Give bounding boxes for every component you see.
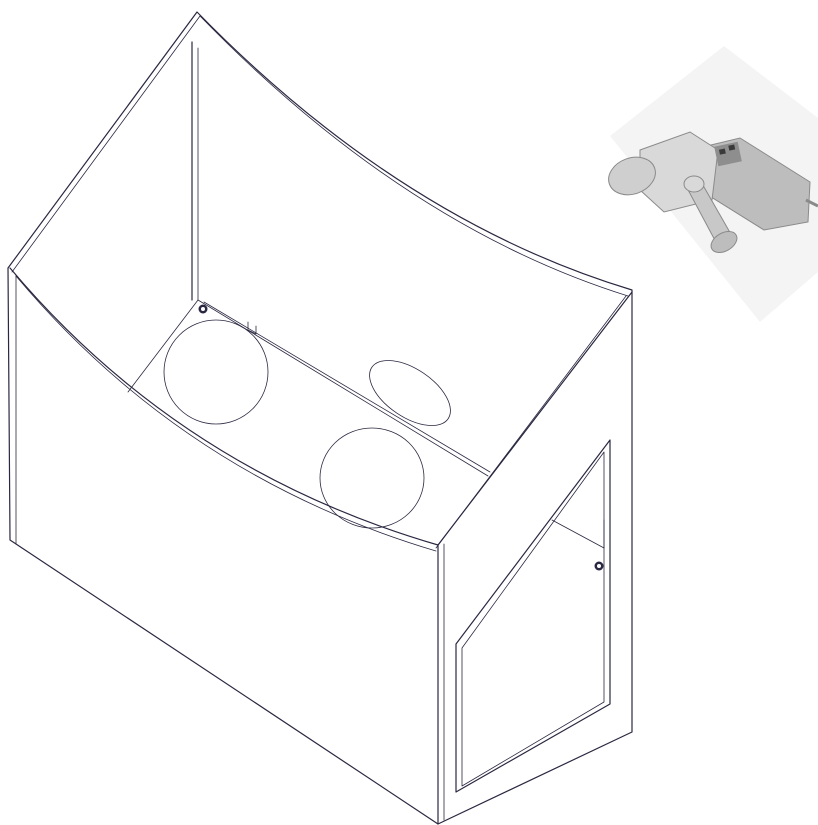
- left-top-edge: [11, 15, 201, 273]
- floor-back-edge-2: [203, 301, 491, 473]
- side-window: [455, 439, 611, 793]
- hole-right: [319, 427, 425, 529]
- right-top-edge-inner: [435, 295, 627, 549]
- grinder-switch-detail-2: [728, 144, 736, 151]
- grinder-switch: [714, 141, 742, 167]
- grinder-handle-end: [710, 231, 738, 253]
- angle-grinder-icon: [608, 46, 818, 322]
- grinder-switch-detail: [718, 148, 726, 155]
- grinder-handle-base: [683, 175, 705, 193]
- floor-notch: [247, 321, 257, 335]
- floor-holes: [163, 319, 451, 529]
- window-inner-ledge: [551, 519, 605, 549]
- enclosure: [7, 11, 633, 825]
- screw-head: [201, 307, 205, 311]
- back-rim: [199, 15, 629, 297]
- floor-left-edge: [127, 299, 199, 393]
- front-rim: [9, 267, 439, 546]
- hole-oval: [369, 360, 451, 426]
- side-window-inner: [461, 451, 605, 787]
- enclosure-outline: [7, 11, 633, 825]
- grinder-disc-guard: [608, 156, 656, 196]
- screw-head-2: [597, 564, 601, 568]
- side-window-outer: [455, 439, 611, 793]
- grinder-cord: [805, 198, 818, 208]
- hole-left: [163, 319, 269, 425]
